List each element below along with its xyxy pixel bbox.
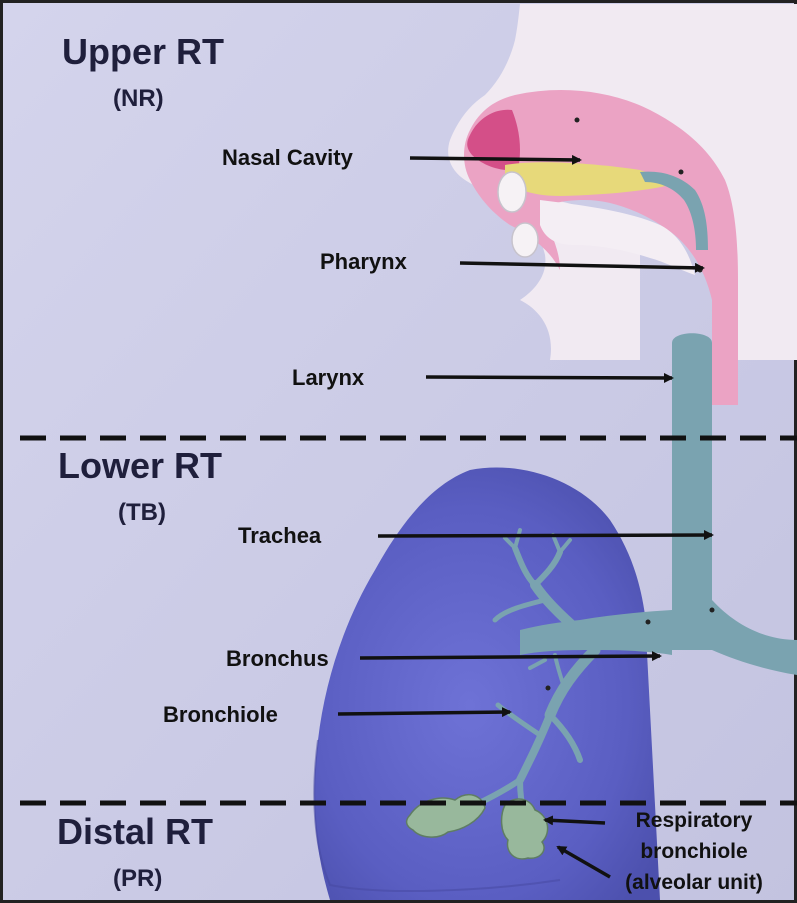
- lower-tooth: [512, 223, 538, 257]
- nasal-cavity-arrow: [410, 158, 580, 160]
- bronchiole-arrow: [338, 712, 510, 714]
- bronchus-label: Bronchus: [226, 646, 329, 671]
- trachea-arrow: [378, 535, 712, 536]
- distal-rt-subtitle: (PR): [113, 865, 162, 892]
- respiratory-bronchiole-line2: bronchiole: [640, 840, 747, 863]
- distal-rt-title: Distal RT: [57, 811, 213, 852]
- trachea-shape: [672, 343, 712, 650]
- upper-tooth: [498, 172, 526, 212]
- upper-rt-subtitle: (NR): [113, 85, 164, 112]
- upper-rt-title: Upper RT: [62, 31, 224, 72]
- trachea-label: Trachea: [238, 523, 322, 548]
- bronchus-arrow: [360, 656, 660, 658]
- pharynx-label: Pharynx: [320, 249, 408, 274]
- respiratory-bronchiole-line1: Respiratory: [636, 809, 753, 832]
- nasal-cavity-label: Nasal Cavity: [222, 145, 354, 170]
- lower-rt-subtitle: (TB): [118, 499, 166, 526]
- lower-rt-title: Lower RT: [58, 445, 222, 486]
- respiratory-bronchiole-line3: (alveolar unit): [625, 871, 763, 894]
- larynx-arrow: [426, 377, 672, 378]
- larynx-label: Larynx: [292, 365, 365, 390]
- bronchiole-label: Bronchiole: [163, 702, 278, 727]
